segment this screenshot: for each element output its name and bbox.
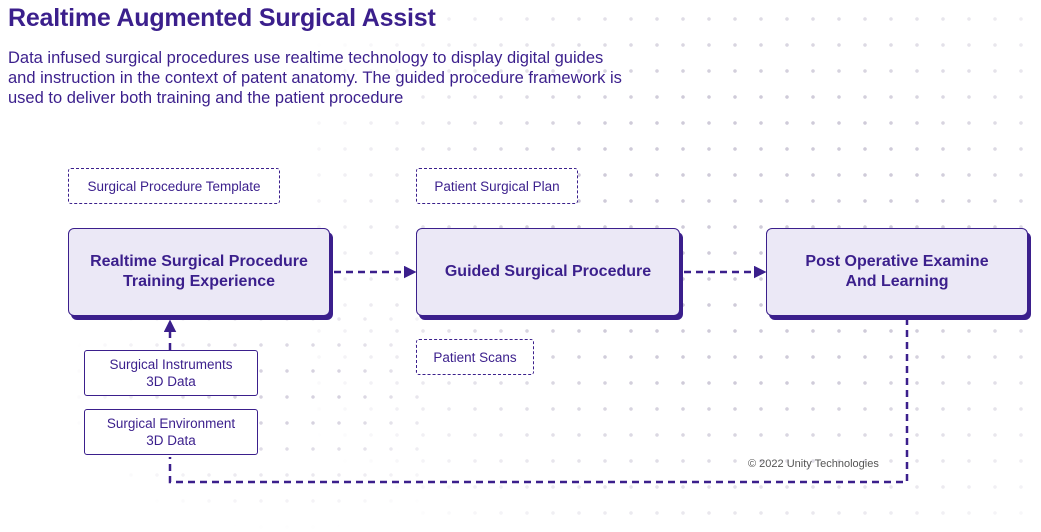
box-post-operative: Post Operative Examine And Learning [766, 228, 1028, 316]
data-surgical-environment: Surgical Environment 3D Data [84, 409, 258, 455]
box-guided-surgical-procedure: Guided Surgical Procedure [416, 228, 680, 316]
description: Data infused surgical procedures use rea… [8, 49, 622, 107]
data-surgical-instruments: Surgical Instruments 3D Data [84, 350, 258, 396]
feedback-loop-line [168, 318, 909, 484]
box-training-experience: Realtime Surgical Procedure Training Exp… [68, 228, 330, 316]
copyright-notice: © 2022 Unity Technologies [748, 458, 879, 470]
tag-surgical-procedure-template: Surgical Procedure Template [68, 168, 280, 204]
tag-patient-scans: Patient Scans [416, 339, 534, 375]
tag-patient-surgical-plan: Patient Surgical Plan [416, 168, 578, 204]
page-title: Realtime Augmented Surgical Assist [8, 4, 436, 32]
